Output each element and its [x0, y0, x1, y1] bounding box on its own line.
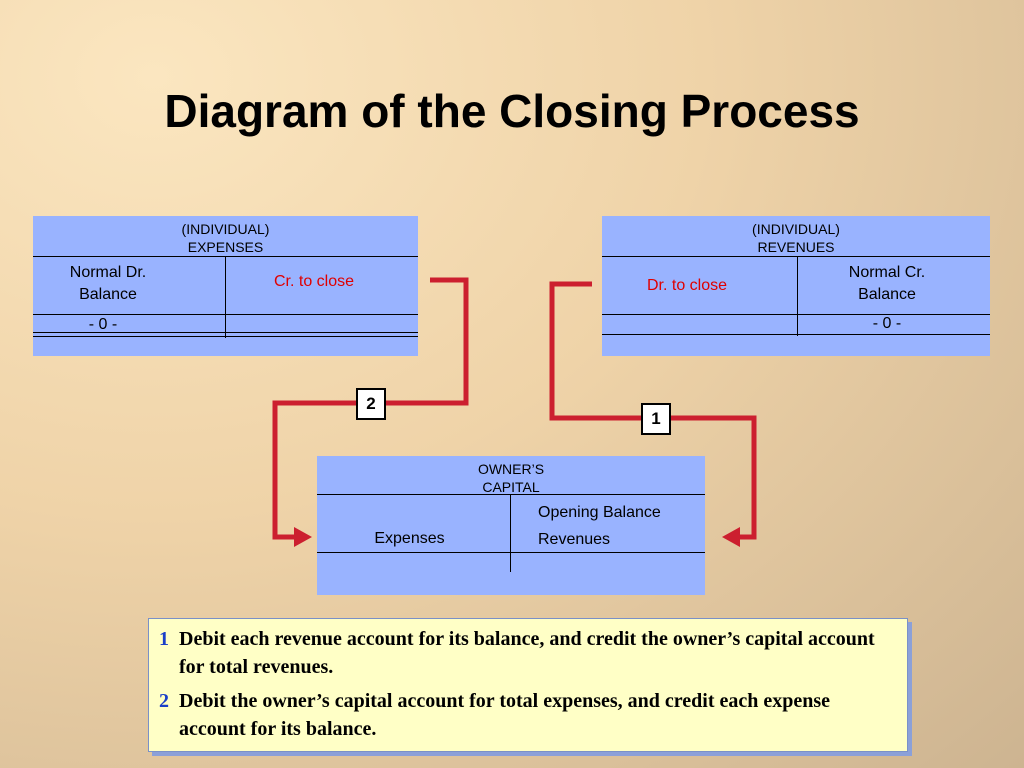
explanation-step-1: 1 Debit each revenue account for its bal… — [159, 625, 897, 681]
revenues-t-account: (INDIVIDUAL) REVENUES Dr. to close Norma… — [602, 216, 990, 356]
arrow-head-left — [294, 527, 312, 547]
capital-header-line1: OWNER’S — [477, 461, 545, 477]
capital-revenues: Revenues — [538, 531, 611, 548]
explanation-step-1-number: 1 — [159, 628, 169, 650]
revenues-balance-rule — [602, 314, 990, 315]
revenues-header: (INDIVIDUAL) REVENUES — [602, 220, 990, 256]
expenses-header: (INDIVIDUAL) EXPENSES — [33, 220, 418, 256]
revenues-bottom-rule — [602, 334, 990, 335]
expenses-center-rule — [225, 256, 226, 338]
expenses-t-account: (INDIVIDUAL) EXPENSES Normal Dr. Balance… — [33, 216, 418, 356]
explanation-step-2-number: 2 — [159, 690, 169, 712]
expenses-header-line2: EXPENSES — [187, 239, 264, 255]
expenses-zero-balance: - 0 - — [88, 316, 118, 333]
explanation-step-2: 2 Debit the owner’s capital account for … — [159, 687, 897, 743]
revenues-top-rule — [602, 256, 990, 257]
revenues-normal-line2: Balance — [858, 286, 916, 303]
page-title: Diagram of the Closing Process — [164, 85, 860, 137]
capital-header: OWNER’S CAPITAL — [317, 460, 705, 496]
arrow-head-right — [722, 527, 740, 547]
revenues-normal-line1: Normal Cr. — [848, 264, 926, 281]
expenses-cr-to-close: Cr. to close — [273, 273, 355, 290]
expenses-normal-line1: Normal Dr. — [69, 264, 147, 281]
capital-t-account: OWNER’S CAPITAL Expenses Opening Balance… — [317, 456, 705, 595]
capital-expenses: Expenses — [374, 530, 445, 547]
revenues-center-rule — [797, 256, 798, 336]
explanation-step-1-text: Debit each revenue account for its balan… — [179, 628, 875, 678]
capital-top-rule — [317, 494, 705, 495]
revenues-header-line2: REVENUES — [757, 239, 835, 255]
capital-balance-rule — [317, 552, 705, 553]
expenses-header-line1: (INDIVIDUAL) — [181, 221, 270, 237]
step-2-label: 2 — [356, 388, 386, 420]
capital-opening-balance: Opening Balance — [538, 504, 661, 521]
revenues-normal-balance: Normal Cr. Balance — [812, 262, 962, 306]
expenses-bottom-rule-a — [33, 332, 418, 333]
expenses-normal-line2: Balance — [79, 286, 137, 303]
expenses-normal-balance: Normal Dr. Balance — [33, 262, 183, 306]
expenses-bottom-rule-b — [33, 336, 418, 337]
expenses-balance-rule — [33, 314, 418, 315]
capital-header-line2: CAPITAL — [482, 479, 540, 495]
step-1-label: 1 — [641, 403, 671, 435]
explanation-step-2-text: Debit the owner’s capital account for to… — [179, 690, 831, 740]
capital-credit-side: Opening Balance Revenues — [525, 499, 695, 553]
capital-center-rule — [510, 494, 511, 572]
revenues-zero-balance: - 0 - — [872, 315, 902, 332]
explanation-box: 1 Debit each revenue account for its bal… — [148, 618, 908, 752]
revenues-header-line1: (INDIVIDUAL) — [752, 221, 840, 237]
revenues-dr-to-close: Dr. to close — [646, 277, 728, 294]
